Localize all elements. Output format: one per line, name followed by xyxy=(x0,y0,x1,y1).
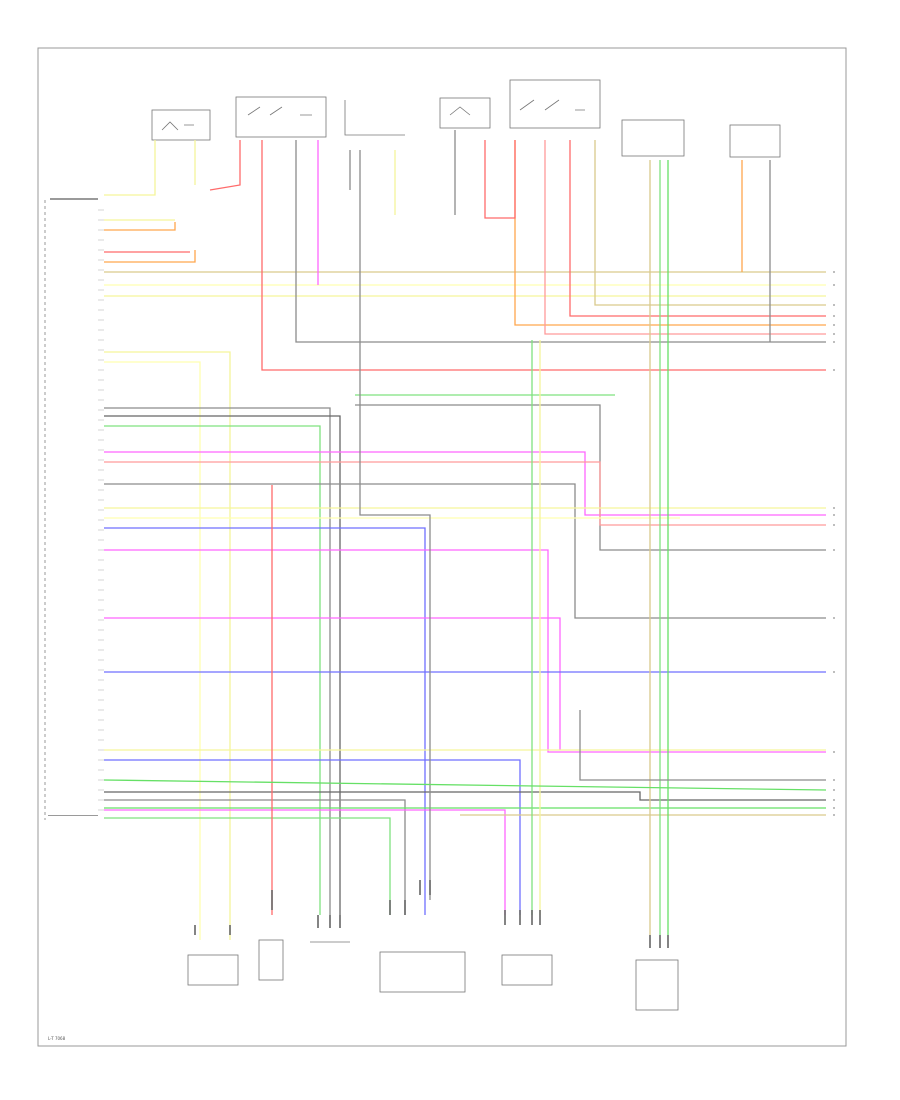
wire-orange-v2 xyxy=(104,222,176,231)
wire-orange-1 xyxy=(104,250,196,263)
wire-yellow-2 xyxy=(104,351,231,940)
throttle-module-box xyxy=(379,951,466,993)
fuel-tank-sensor-box xyxy=(635,959,679,1011)
wire-pink-2 xyxy=(544,140,826,335)
bottom-components xyxy=(187,939,679,1011)
wire-yellow-v3 xyxy=(104,140,156,196)
wire-red-top xyxy=(261,140,826,371)
ignition-switch-box xyxy=(235,96,327,138)
wire-blue-3 xyxy=(104,759,521,915)
wire-gray-top xyxy=(295,140,826,343)
fuel-pump-relay-box xyxy=(729,124,781,158)
footer-code: L-T 7068 xyxy=(48,1036,66,1041)
wire-red-2 xyxy=(569,140,826,317)
wire-gray-bottom xyxy=(579,710,826,781)
wire-gray-v1 xyxy=(359,150,431,900)
wire-magenta-2 xyxy=(104,549,826,753)
wire-gray-8 xyxy=(104,799,406,915)
wire-green-2 xyxy=(104,817,391,915)
wire-gray-6 xyxy=(104,483,826,619)
wire-gray-4 xyxy=(104,415,341,915)
wire-gray-7 xyxy=(104,791,826,801)
wire-gray-3 xyxy=(104,407,331,915)
engine-control-module xyxy=(44,198,98,820)
wire-green-1 xyxy=(104,425,321,915)
wire-pink-1 xyxy=(104,461,826,526)
right-terminals xyxy=(833,271,835,816)
pressure-sensor-box xyxy=(621,119,685,157)
wire-harness xyxy=(103,130,827,940)
wire-magenta-3 xyxy=(104,617,561,750)
clutch-switch-box xyxy=(509,79,601,129)
egr-valve-box xyxy=(501,954,553,986)
wire-green-bot xyxy=(103,779,827,791)
wire-blue-1 xyxy=(104,527,426,915)
top-components xyxy=(151,79,781,158)
starter-relay-box xyxy=(344,100,405,136)
bottom-connector-ticks xyxy=(194,880,669,948)
wire-orange-2 xyxy=(514,140,826,326)
diagram-frame xyxy=(37,47,847,1047)
oil-level-sensor-box xyxy=(151,109,211,141)
knock-sensor-box xyxy=(187,954,239,986)
module-pin-ticks xyxy=(98,209,104,811)
wire-magenta-4 xyxy=(104,809,506,915)
wire-magenta-1 xyxy=(104,451,826,516)
brake-switch-box xyxy=(439,97,491,129)
wire-light-yellow-2 xyxy=(104,361,201,940)
wire-red-v3 xyxy=(484,140,516,219)
wire-tan-2 xyxy=(594,140,826,306)
wire-red-v4 xyxy=(209,140,241,191)
temp-sensor-box xyxy=(258,939,284,981)
